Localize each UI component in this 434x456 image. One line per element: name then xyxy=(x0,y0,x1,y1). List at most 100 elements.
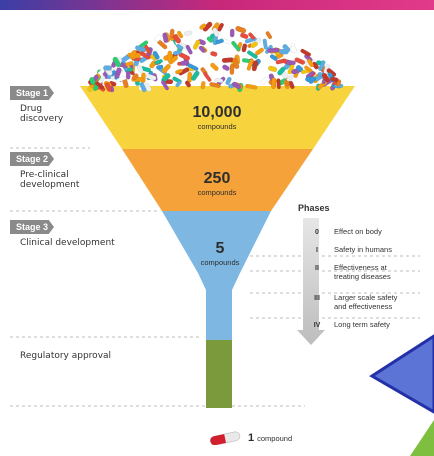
pill-shape xyxy=(267,65,278,73)
pill-shape xyxy=(210,62,219,71)
pill-shape xyxy=(276,78,281,90)
phase-row-4: IV Long term safety xyxy=(310,320,416,330)
stage-3-count-unit: compounds xyxy=(200,258,240,267)
pill-shape xyxy=(162,32,169,44)
pill-shape xyxy=(307,58,314,68)
pill-shape xyxy=(175,43,184,51)
phase-2-numeral: II xyxy=(315,265,319,272)
phase-3-label-line-1: Larger scale safety xyxy=(334,293,398,302)
phase-4-label-line-1: Long term safety xyxy=(334,320,390,329)
phase-0-label: Effect on body xyxy=(334,227,382,237)
pill-shape xyxy=(169,28,175,39)
final-count-unit: compound xyxy=(257,433,293,443)
funnel-approval xyxy=(206,340,232,408)
pill-shape xyxy=(277,66,286,76)
stage-2-tag: Stage 2 xyxy=(10,152,55,166)
pill-shape xyxy=(294,57,306,65)
pill-shape xyxy=(267,47,280,53)
regulatory-approval-label: Regulatory approval xyxy=(20,351,111,361)
stage-2-count-unit: compounds xyxy=(197,188,237,197)
pill-shape xyxy=(112,56,121,68)
pill-shape xyxy=(152,50,160,60)
decorative-triangle xyxy=(369,334,434,414)
pill-shape xyxy=(209,82,221,89)
phase-3-label: Larger scale safety and effectiveness xyxy=(334,293,398,311)
pill-shape xyxy=(217,22,224,32)
pill-shape xyxy=(225,76,232,86)
capsule-icon xyxy=(210,431,241,445)
pill-shape xyxy=(231,40,241,52)
pill-shape xyxy=(199,23,207,30)
pill-shape xyxy=(184,80,192,88)
phase-1-label: Safety in humans xyxy=(334,245,392,255)
pill-shape xyxy=(290,45,297,54)
pill-shape xyxy=(178,67,190,76)
final-count-number: 1 xyxy=(248,432,255,444)
phase-1-numeral: I xyxy=(316,247,318,254)
stage-2-count-number: 250 xyxy=(203,170,231,187)
pill-shape xyxy=(221,57,234,63)
phase-0-numeral: 0 xyxy=(315,229,319,236)
pill-shape xyxy=(131,73,139,81)
phase-2-label-line-2: treating diseases xyxy=(334,271,391,281)
pill-shape xyxy=(202,21,213,32)
phase-row-0: 0 Effect on body xyxy=(310,227,416,237)
phase-1-label-line-1: Safety in humans xyxy=(334,245,392,254)
pill-shape xyxy=(229,63,235,75)
phase-0-label-line-1: Effect on body xyxy=(334,227,382,236)
stage-3-line-1: Clinical development xyxy=(20,238,115,248)
pill-shape xyxy=(282,44,291,53)
pill-shape xyxy=(156,64,164,70)
stage-2-line-1: Pre-clinical xyxy=(20,170,69,180)
pill-shape xyxy=(251,60,259,72)
pill-shape xyxy=(146,73,157,81)
pill-shape xyxy=(210,51,218,57)
pill-shape xyxy=(241,43,248,53)
pill-shape xyxy=(154,59,163,65)
phase-row-3: III Larger scale safety and effectivenes… xyxy=(310,293,416,311)
pill-shape xyxy=(222,64,230,71)
pill-shape xyxy=(136,65,144,73)
pill-shape xyxy=(114,67,122,79)
pill-shape xyxy=(232,57,240,70)
pill-shape xyxy=(304,65,313,73)
pill-shape xyxy=(318,60,326,72)
pill-shape xyxy=(269,54,278,61)
final-result: 1 compound xyxy=(208,431,292,445)
pill-shape xyxy=(235,25,247,34)
pill-shape xyxy=(129,50,137,59)
pill-shape xyxy=(192,39,201,50)
stage-1-description: Drug discovery xyxy=(20,104,63,124)
pill-shape xyxy=(212,27,219,37)
phase-3-label-line-2: and effectiveness xyxy=(334,301,393,311)
stage-2-line-2: development xyxy=(20,180,80,190)
pill-shape xyxy=(135,45,146,53)
stage-separators xyxy=(10,147,420,407)
pill-shape xyxy=(215,38,224,45)
stage-3-count: 5 compounds xyxy=(190,240,250,267)
header-banner xyxy=(0,0,434,10)
phases-arrow xyxy=(297,218,325,345)
pill-shape xyxy=(180,60,189,66)
pill-shape xyxy=(200,81,206,90)
pill-shape xyxy=(191,70,200,81)
pill-shape xyxy=(229,28,235,38)
funnel-stage3 xyxy=(162,211,271,340)
pill-shape xyxy=(254,47,265,56)
pill-shape xyxy=(288,80,295,90)
pill-shape xyxy=(262,38,268,50)
pill-shape xyxy=(300,48,312,57)
pill-shape xyxy=(245,83,258,90)
phases-title: Phases xyxy=(298,203,330,213)
pill-shape xyxy=(203,71,212,82)
pill-shape xyxy=(250,41,258,49)
stage-3-count-number: 5 xyxy=(215,240,225,257)
decorative-wedge xyxy=(410,420,434,456)
pill-shape xyxy=(104,82,112,92)
pill-shape xyxy=(89,77,96,86)
pill-shape xyxy=(173,49,182,56)
pill-shape xyxy=(172,34,182,44)
stage-1-count-number: 10,000 xyxy=(192,104,242,121)
pill-shape xyxy=(265,31,273,40)
